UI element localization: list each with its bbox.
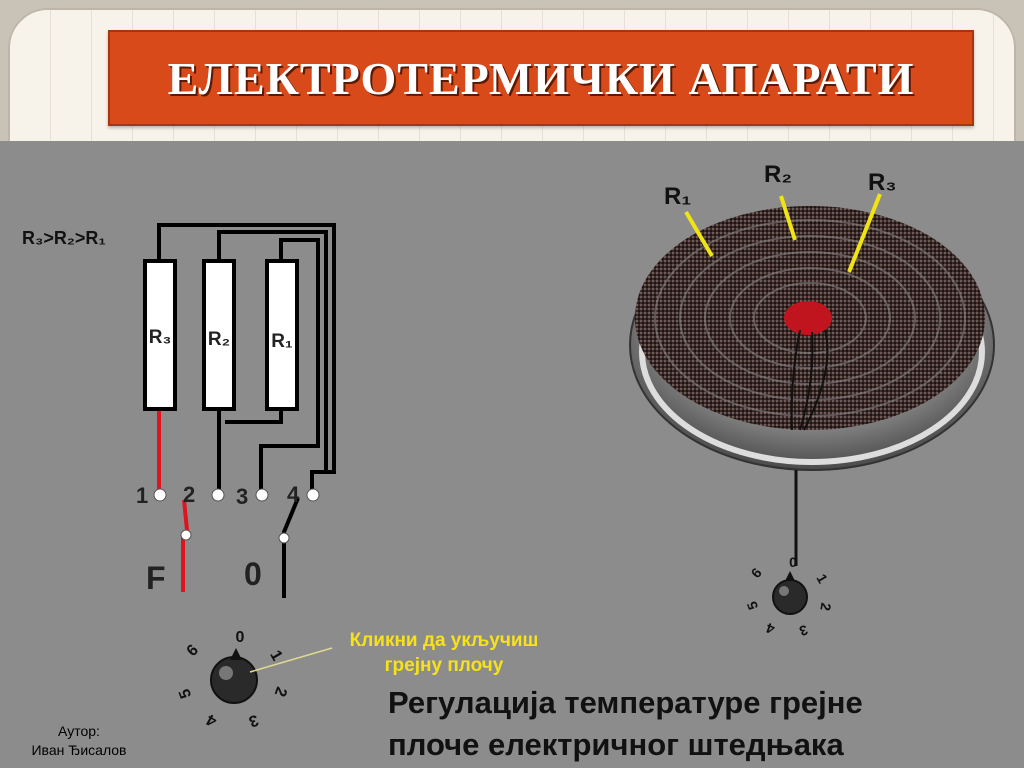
terminals bbox=[153, 488, 320, 544]
resistor-r3: R₃ bbox=[143, 259, 177, 411]
main-dial-2: 2 bbox=[271, 684, 290, 698]
author-label: Аутор: bbox=[58, 723, 100, 739]
plate-leads bbox=[790, 329, 829, 431]
terminal-2-label: 2 bbox=[183, 482, 195, 507]
main-dial-switch[interactable]: 0 1 2 3 4 5 6 bbox=[176, 629, 290, 730]
main-dial-4: 4 bbox=[204, 710, 220, 729]
terminal-1-label: 1 bbox=[136, 483, 148, 508]
small-dial-3: 3 bbox=[797, 622, 810, 640]
main-dial-5: 5 bbox=[176, 686, 195, 700]
click-hint-line1: Кликни да укључиш bbox=[349, 630, 539, 651]
small-dial-1: 1 bbox=[813, 571, 831, 586]
small-dial-6: 6 bbox=[748, 565, 765, 581]
resistance-relation: R₃>R₂>R₁ bbox=[22, 228, 106, 248]
resistor-r2-label: R₂ bbox=[208, 329, 230, 350]
phase-label: F bbox=[146, 560, 166, 596]
small-dial-5: 5 bbox=[743, 599, 761, 612]
resistor-r2: R₂ bbox=[202, 259, 236, 411]
main-dial-6: 6 bbox=[184, 642, 202, 660]
hot-plate bbox=[629, 206, 995, 566]
resistor-r1-label: R₁ bbox=[271, 331, 293, 352]
center-dot bbox=[784, 301, 832, 335]
title-bar: ЕЛЕКТРОТЕРМИЧКИ АПАРАТИ bbox=[108, 30, 974, 126]
small-dial-0: 0 bbox=[789, 554, 797, 570]
terminal-4-label: 4 bbox=[287, 482, 300, 507]
main-dial-3: 3 bbox=[246, 711, 260, 730]
hint-pointer bbox=[249, 647, 333, 673]
ring-label-r3: R₃ bbox=[868, 169, 896, 196]
wiring bbox=[157, 223, 336, 598]
click-hint-line2: грејну плочу bbox=[384, 655, 504, 676]
slide-title: ЕЛЕКТРОТЕРМИЧКИ АПАРАТИ bbox=[167, 52, 915, 104]
ring-pointers bbox=[684, 193, 882, 273]
main-dial-1: 1 bbox=[266, 648, 285, 664]
main-dial-0: 0 bbox=[236, 629, 245, 646]
author-name: Иван Ђисалов bbox=[31, 742, 127, 758]
resistor-r3-label: R₃ bbox=[149, 327, 172, 348]
ring-label-r1: R₁ bbox=[664, 183, 691, 210]
ring-label-r2: R₂ bbox=[764, 161, 792, 188]
small-dial-2: 2 bbox=[817, 602, 834, 613]
neutral-label: 0 bbox=[244, 556, 262, 592]
resistor-r1: R₁ bbox=[265, 259, 299, 411]
terminal-3-label: 3 bbox=[236, 484, 248, 509]
small-dial-4: 4 bbox=[764, 620, 777, 638]
small-dial: 0 1 2 3 4 5 6 bbox=[743, 554, 834, 640]
caption-line1: Регулација температуре грејне bbox=[388, 685, 863, 720]
caption-line2: плоче електричног штедњака bbox=[388, 727, 844, 762]
author: Аутор: Иван Ђисалов bbox=[14, 722, 144, 760]
click-hint[interactable]: Кликни да укључиш грејну плочу bbox=[306, 628, 582, 678]
caption: Регулација температуре грејне плоче елек… bbox=[388, 682, 863, 766]
